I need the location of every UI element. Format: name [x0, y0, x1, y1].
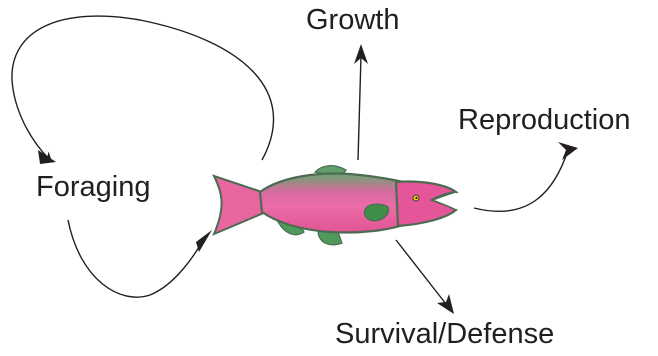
- tail-fin: [214, 176, 266, 234]
- foraging-loop-arrow-top: [12, 16, 274, 160]
- reproduction-arrow: [474, 150, 568, 211]
- salmon-icon: [214, 166, 456, 245]
- growth-arrow: [358, 56, 361, 160]
- reproduction-arrowhead: [558, 142, 578, 160]
- survival-arrow: [396, 240, 446, 304]
- foraging-label: Foraging: [36, 173, 150, 202]
- fish-pupil: [415, 197, 417, 199]
- foraging-to-fish-arrow: [68, 220, 205, 297]
- reproduction-label: Reproduction: [458, 106, 631, 135]
- survival-defense-label: Survival/Defense: [335, 320, 554, 349]
- survival-arrowhead: [437, 294, 454, 314]
- foraging-top-arrowhead: [38, 150, 56, 164]
- growth-label: Growth: [306, 6, 399, 35]
- foraging-bottom-arrowhead: [196, 230, 212, 252]
